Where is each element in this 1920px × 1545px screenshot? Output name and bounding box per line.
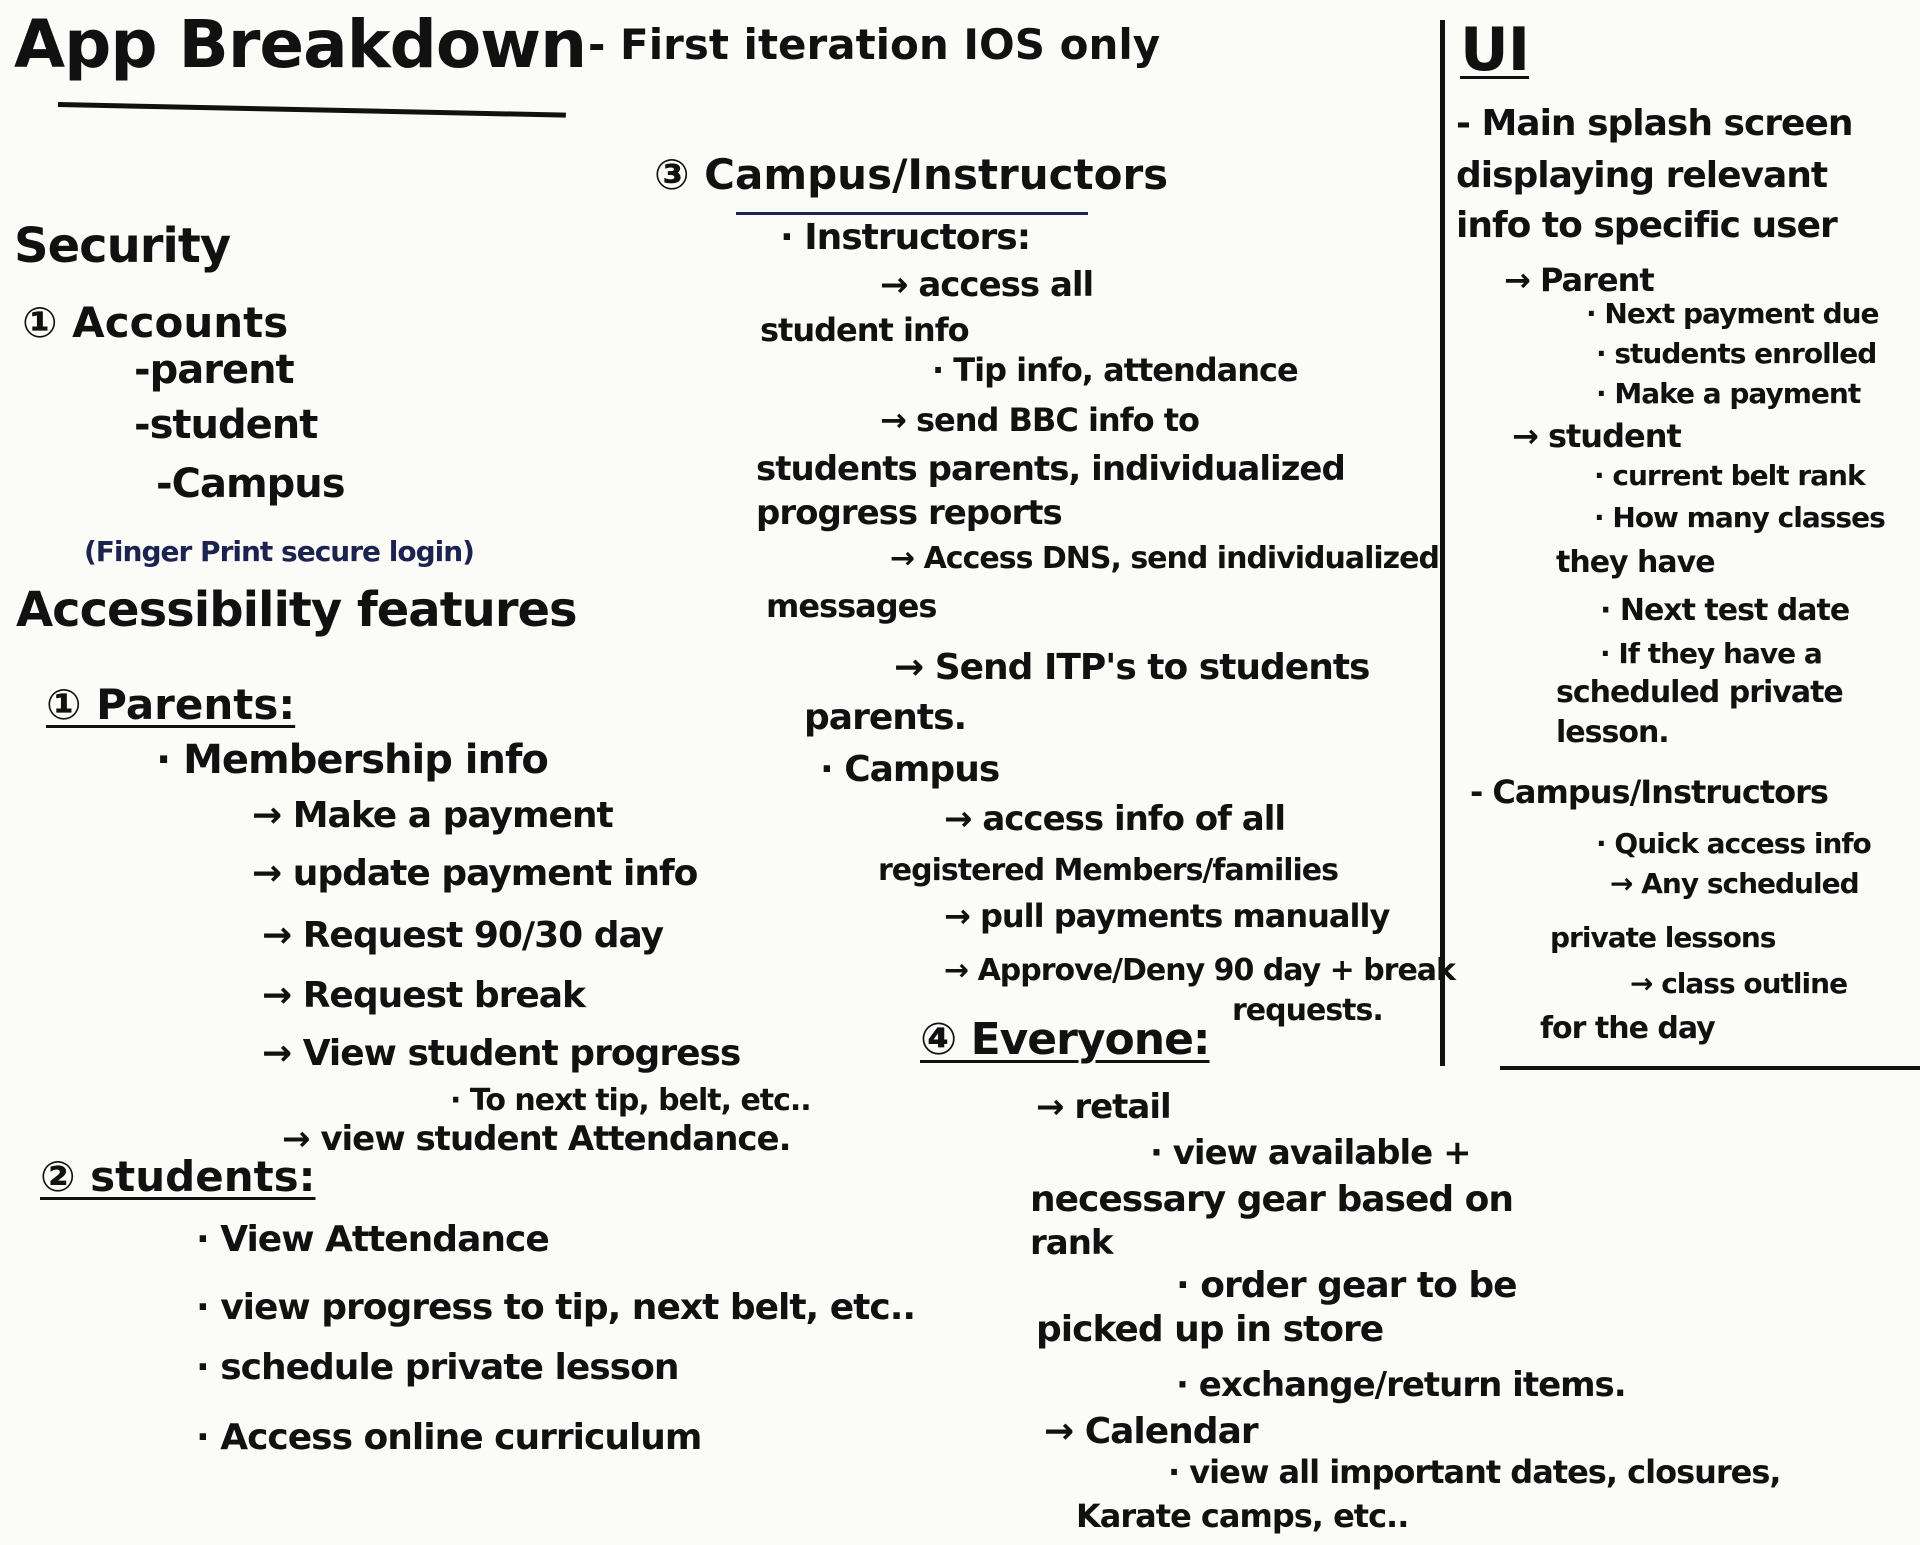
ui-column-bottom-rule — [1500, 1066, 1920, 1070]
title-underline — [57, 102, 566, 118]
campus-heading-underline — [736, 212, 1088, 215]
account-type: -parent — [134, 347, 295, 393]
everyone-line: rank — [1030, 1223, 1114, 1263]
accessibility-heading: Accessibility features — [16, 582, 578, 638]
ui-line: lesson. — [1556, 715, 1670, 750]
everyone-line: · exchange/return items. — [1176, 1365, 1627, 1405]
everyone-line: Karate camps, etc.. — [1076, 1497, 1409, 1535]
campus-line: → send BBC info to — [880, 401, 1200, 439]
parent-item: → Request 90/30 day — [262, 915, 664, 956]
ui-line: · Make a payment — [1596, 377, 1861, 410]
ui-line: for the day — [1540, 1011, 1716, 1046]
ui-line: private lessons — [1550, 921, 1776, 954]
everyone-line: picked up in store — [1036, 1309, 1384, 1350]
account-type: -student — [134, 402, 318, 448]
student-item: · view progress to tip, next belt, etc.. — [196, 1287, 916, 1328]
ui-line: · Next payment due — [1586, 297, 1880, 330]
page-subtitle: - First iteration IOS only — [588, 20, 1161, 69]
ui-line: they have — [1556, 545, 1716, 580]
ui-line: info to specific user — [1456, 205, 1838, 246]
ui-line: · If they have a — [1600, 637, 1823, 670]
ui-line: → student — [1512, 417, 1682, 455]
ui-line: · Quick access info — [1596, 827, 1872, 860]
login-note: (Finger Print secure login) — [84, 535, 475, 568]
accounts-heading: ① Accounts — [22, 298, 289, 347]
security-heading: Security — [14, 218, 231, 274]
everyone-line: · view all important dates, closures, — [1168, 1453, 1782, 1491]
ui-line: · How many classes — [1594, 501, 1886, 534]
campus-line: → Send ITP's to students — [894, 647, 1370, 688]
campus-instructors-heading: ③ Campus/Instructors — [654, 150, 1169, 199]
campus-line: registered Members/families — [878, 853, 1339, 888]
ui-line: → Parent — [1504, 261, 1655, 299]
everyone-line: → Calendar — [1044, 1411, 1259, 1452]
parent-item: · To next tip, belt, etc.. — [450, 1083, 812, 1118]
ui-line: → class outline — [1630, 967, 1848, 1000]
page-title: App Breakdown — [14, 6, 587, 83]
student-item: · Access online curriculum — [196, 1417, 702, 1458]
ui-heading: UI — [1460, 15, 1530, 85]
ui-line: · students enrolled — [1596, 337, 1877, 370]
ui-line: · Next test date — [1600, 593, 1850, 628]
campus-line: requests. — [1232, 993, 1384, 1028]
campus-line: progress reports — [756, 493, 1063, 533]
instructors-heading: · Instructors: — [780, 217, 1031, 258]
parent-item: → view student Attendance. — [282, 1119, 792, 1159]
ui-line: → Any scheduled — [1610, 867, 1860, 900]
campus-line: students parents, individualized — [756, 449, 1346, 489]
ui-line: - Campus/Instructors — [1470, 773, 1829, 811]
everyone-line: · order gear to be — [1176, 1265, 1518, 1306]
ui-line: · current belt rank — [1594, 459, 1866, 492]
everyone-heading: ④ Everyone: — [920, 1014, 1211, 1065]
parent-item: → Request break — [262, 975, 586, 1016]
parents-heading: ① Parents: — [46, 680, 296, 729]
everyone-line: necessary gear based on — [1030, 1179, 1514, 1220]
student-item: · View Attendance — [196, 1219, 550, 1260]
parent-item: → View student progress — [262, 1033, 741, 1074]
parent-item: → update payment info — [252, 853, 698, 894]
campus-line: · Tip info, attendance — [932, 351, 1299, 389]
student-item: · schedule private lesson — [196, 1347, 679, 1388]
campus-subheading: · Campus — [820, 749, 1000, 790]
campus-line: messages — [766, 587, 937, 625]
ui-column-divider — [1440, 20, 1445, 1066]
account-type: -Campus — [156, 461, 346, 507]
parent-item: → Make a payment — [252, 795, 614, 836]
campus-line: → Approve/Deny 90 day + break — [944, 953, 1456, 988]
ui-line: - Main splash screen — [1456, 103, 1853, 144]
students-heading: ② students: — [40, 1152, 316, 1201]
ui-line: displaying relevant — [1456, 155, 1828, 196]
everyone-line: → retail — [1036, 1087, 1172, 1127]
ui-line: scheduled private — [1556, 675, 1844, 710]
campus-line: → access all — [880, 265, 1094, 305]
campus-line: → Access DNS, send individualized — [890, 541, 1440, 576]
campus-line: parents. — [804, 697, 967, 738]
campus-line: → access info of all — [944, 799, 1286, 839]
everyone-line: · view available + — [1150, 1133, 1472, 1173]
campus-line: → pull payments manually — [944, 897, 1390, 935]
campus-line: student info — [760, 311, 970, 349]
membership-info: · Membership info — [156, 737, 549, 783]
